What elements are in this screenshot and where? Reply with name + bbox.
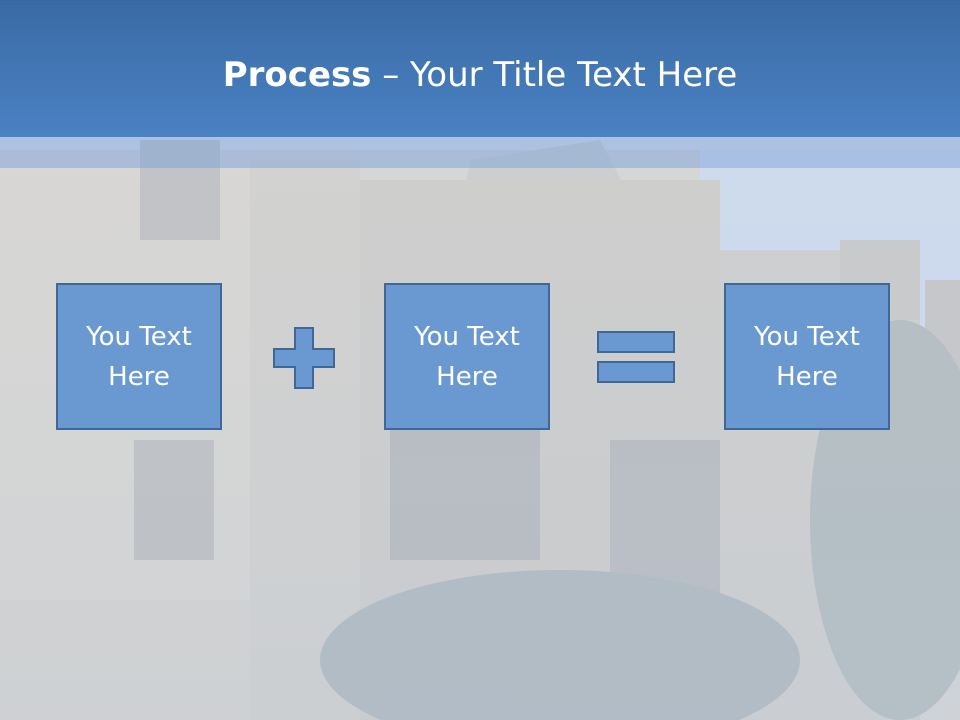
text-box-1-label: You Text Here: [86, 321, 192, 392]
title-bold: Process: [222, 55, 372, 95]
text-box-2-label: You Text Here: [414, 321, 520, 392]
equals-icon: [597, 331, 675, 383]
text-box-2[interactable]: You Text Here: [384, 283, 550, 430]
plus-icon: [273, 327, 335, 389]
slide-title: Process – Your Title Text Here: [0, 52, 960, 98]
title-bar-band: [0, 137, 960, 168]
text-box-3-label: You Text Here: [754, 321, 860, 392]
title-rest: – Your Title Text Here: [371, 55, 738, 95]
text-box-1[interactable]: You Text Here: [56, 283, 222, 430]
text-box-3[interactable]: You Text Here: [724, 283, 890, 430]
title-bar: [0, 0, 960, 137]
